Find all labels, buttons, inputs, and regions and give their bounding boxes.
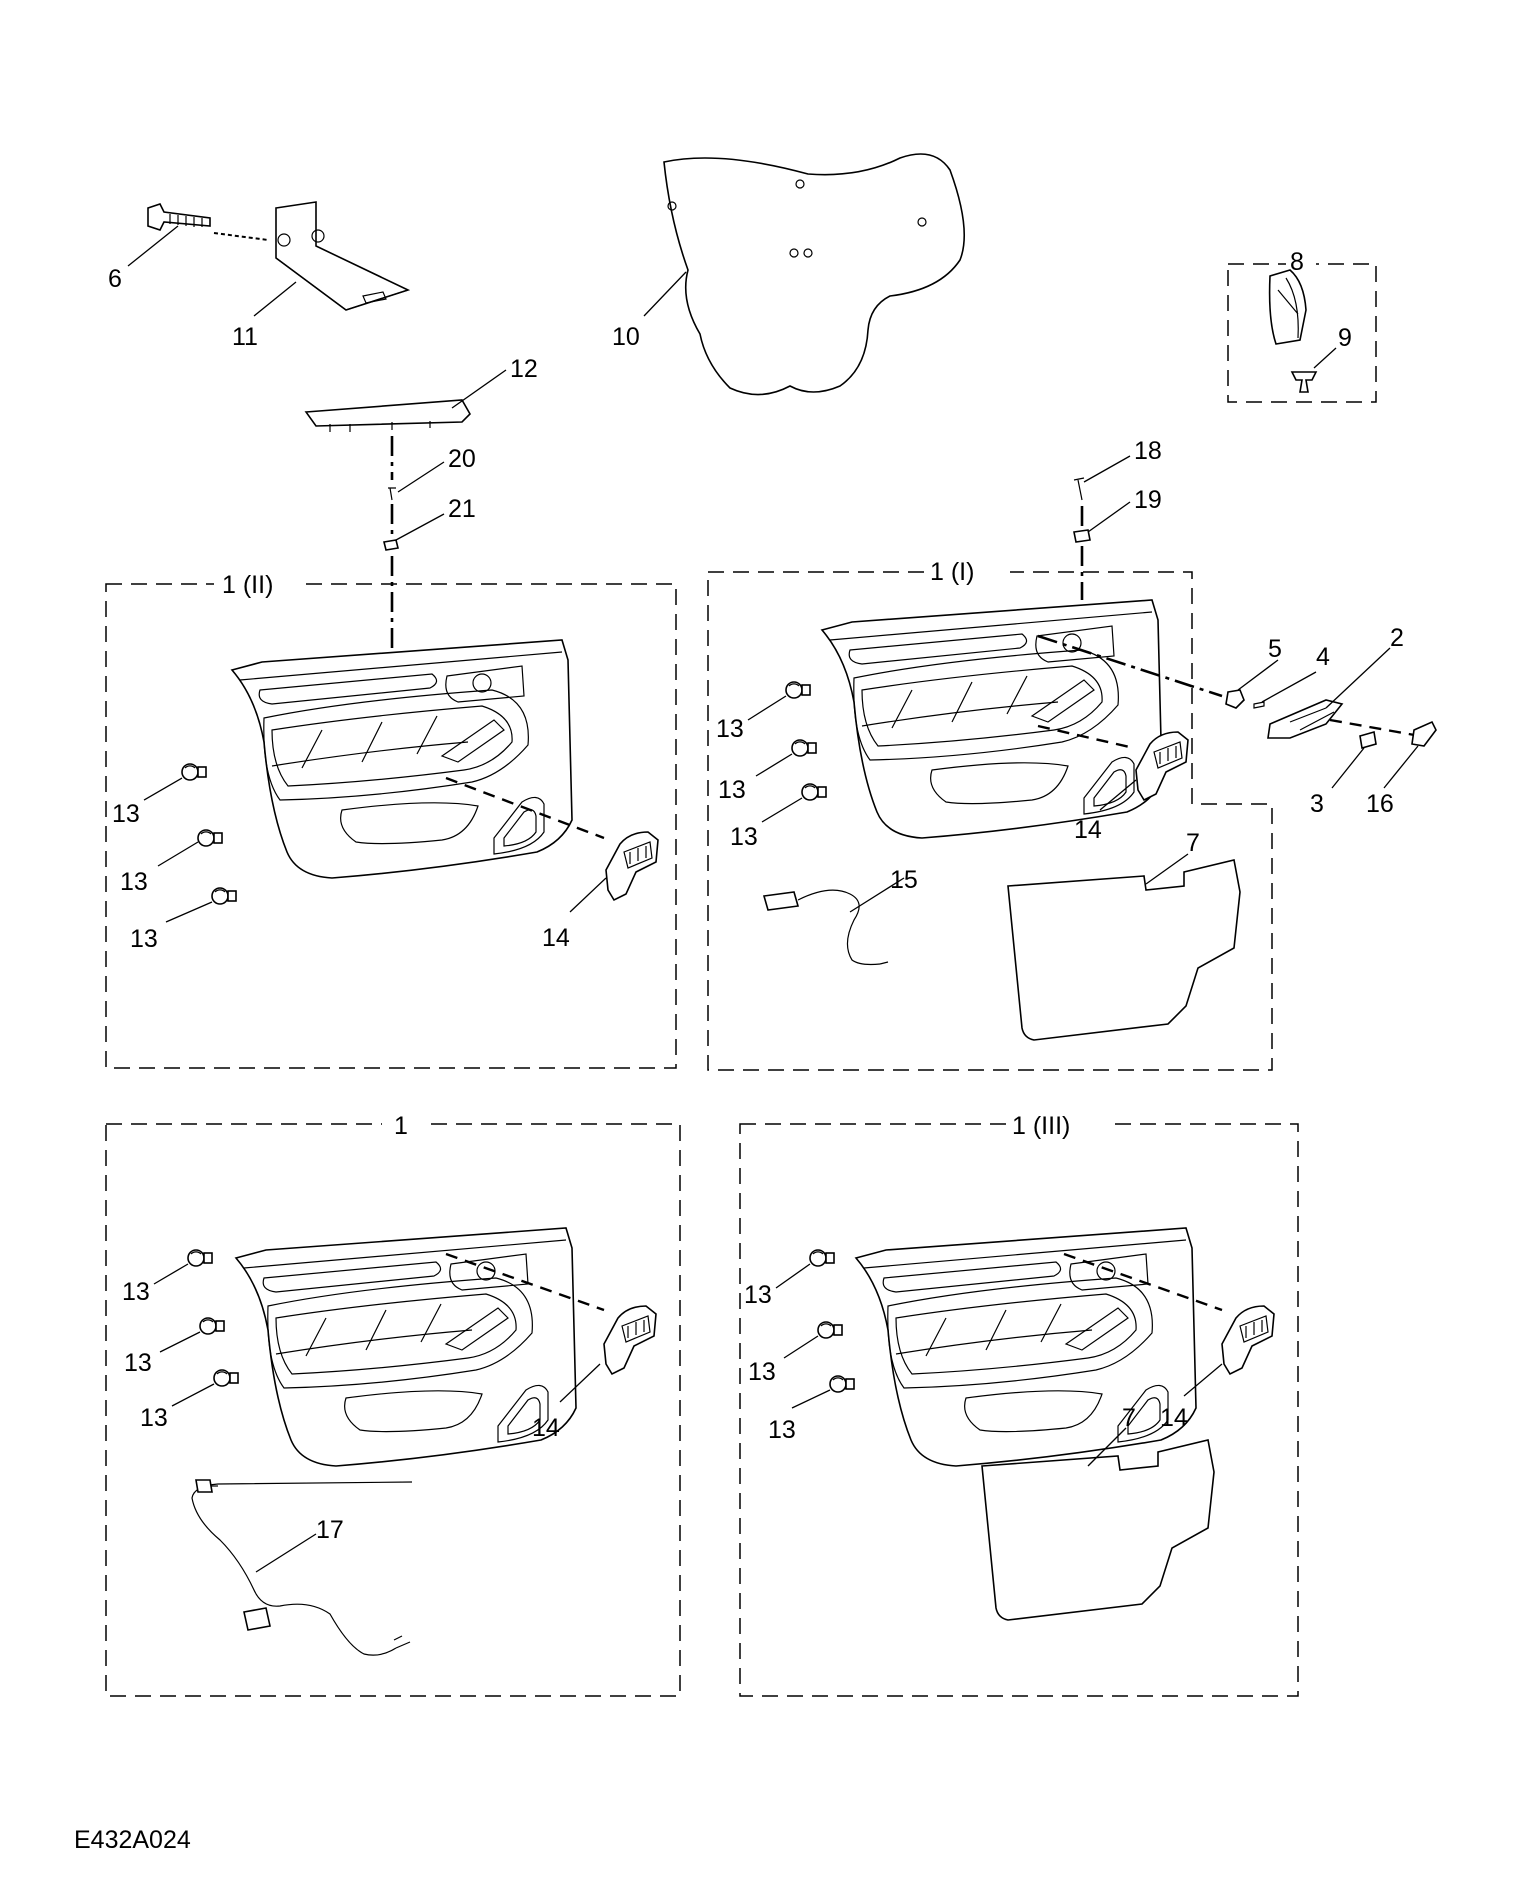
callout-12: 12 xyxy=(510,355,538,383)
callout-13-II-b: 13 xyxy=(120,868,148,896)
callout-9: 9 xyxy=(1338,324,1352,352)
callout-13-B-a: 13 xyxy=(122,1278,150,1306)
bracket-11 xyxy=(275,201,411,311)
group-box-8-9 xyxy=(1227,263,1377,403)
group-label-1-I: 1 (I) xyxy=(930,558,974,586)
callout-13-I-b: 13 xyxy=(718,776,746,804)
callout-7b: 7 xyxy=(1122,1404,1136,1432)
harness-17 xyxy=(191,1481,413,1656)
insulator-8 xyxy=(1268,269,1307,345)
window-switch-14-B xyxy=(603,1305,657,1375)
trim-strip-12 xyxy=(304,399,471,427)
callout-13-I-a: 13 xyxy=(716,715,744,743)
callout-14-III: 14 xyxy=(1160,1404,1188,1432)
callout-15: 15 xyxy=(890,866,918,894)
group-label-1-II: 1 (II) xyxy=(222,571,273,599)
callout-14-B: 14 xyxy=(532,1414,560,1442)
clip-13-II-c xyxy=(211,887,237,905)
window-switch-14-III xyxy=(1221,1305,1275,1375)
door-panel-III xyxy=(855,1227,1197,1467)
clip-13-III-c xyxy=(829,1375,855,1393)
callout-13-III-a: 13 xyxy=(744,1281,772,1309)
group-label-1-III: 1 (III) xyxy=(1012,1112,1070,1140)
clip-13-II-a xyxy=(181,763,207,781)
callout-5: 5 xyxy=(1268,635,1282,663)
nut-5 xyxy=(1225,689,1245,709)
window-switch-14-II xyxy=(605,831,659,901)
callout-6: 6 xyxy=(108,265,122,293)
callout-3: 3 xyxy=(1310,790,1324,818)
door-panel-I xyxy=(821,599,1163,839)
callout-14-II: 14 xyxy=(542,924,570,952)
callout-2: 2 xyxy=(1390,624,1404,652)
callout-13-III-b: 13 xyxy=(748,1358,776,1386)
callout-14-I: 14 xyxy=(1074,816,1102,844)
clip-13-B-b xyxy=(199,1317,225,1335)
callout-21: 21 xyxy=(448,495,476,523)
bezel-16 xyxy=(1411,720,1437,747)
connector-15 xyxy=(762,891,800,911)
callout-13-II-a: 13 xyxy=(112,800,140,828)
callout-16: 16 xyxy=(1366,790,1394,818)
water-shield-10 xyxy=(663,153,965,396)
bolt-6 xyxy=(147,203,211,231)
clip-13-I-a xyxy=(785,681,811,699)
clip-13-I-b xyxy=(791,739,817,757)
group-label-1: 1 xyxy=(394,1112,408,1140)
clip-9 xyxy=(1290,371,1318,393)
callout-13-B-b: 13 xyxy=(124,1349,152,1377)
callout-8: 8 xyxy=(1290,248,1304,276)
group-box-1-I xyxy=(707,571,1273,1071)
callout-10: 10 xyxy=(612,323,640,351)
callout-13-I-c: 13 xyxy=(730,823,758,851)
group-box-1-II xyxy=(105,583,677,1069)
cover-7-I xyxy=(1007,859,1241,1041)
callout-19: 19 xyxy=(1134,486,1162,514)
clip-13-III-b xyxy=(817,1321,843,1339)
door-panel-II xyxy=(231,639,573,879)
callout-13-B-c: 13 xyxy=(140,1404,168,1432)
callout-4: 4 xyxy=(1316,643,1330,671)
clip-13-III-a xyxy=(809,1249,835,1267)
clip-13-B-a xyxy=(187,1249,213,1267)
callout-17: 17 xyxy=(316,1516,344,1544)
callout-13-III-c: 13 xyxy=(768,1416,796,1444)
callout-18: 18 xyxy=(1134,437,1162,465)
cap-3 xyxy=(1359,730,1377,750)
callout-20: 20 xyxy=(448,445,476,473)
callout-11: 11 xyxy=(232,323,258,351)
clip-13-B-c xyxy=(213,1369,239,1387)
reference-code: E432A024 xyxy=(74,1826,191,1854)
cover-7-III xyxy=(981,1439,1215,1621)
callout-13-II-c: 13 xyxy=(130,925,158,953)
clip-13-I-c xyxy=(801,783,827,801)
callout-7a: 7 xyxy=(1186,829,1200,857)
door-panel-base xyxy=(235,1227,577,1467)
clip-13-II-b xyxy=(197,829,223,847)
